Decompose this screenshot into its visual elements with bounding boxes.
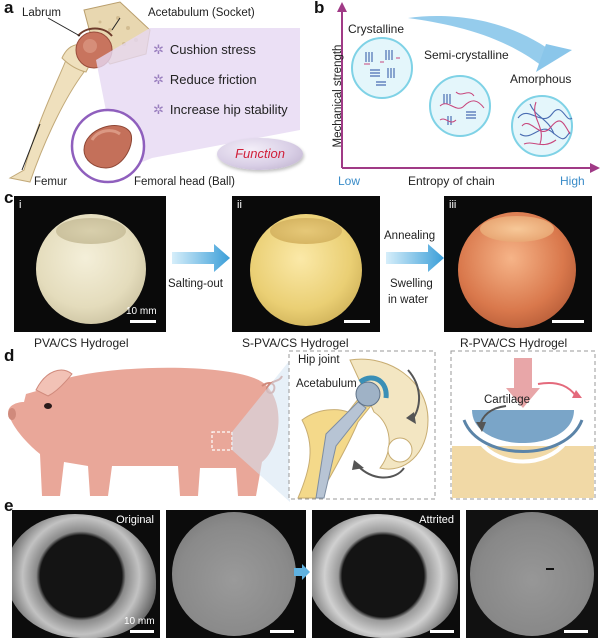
comparison-arrow-icon [294, 564, 310, 580]
ct-attrited-hydrogel [466, 510, 598, 638]
hydrogel-disk [172, 512, 296, 636]
femoral-head-label: Femoral head (Ball) [134, 176, 235, 188]
scale-bar-label: 10 mm [126, 306, 157, 317]
caption-s-pva-cs: S-PVA/CS Hydrogel [242, 336, 349, 350]
acetabulum-socket-label: Acetabulum (Socket) [148, 7, 255, 19]
entropy-strength-diagram [337, 2, 600, 173]
bone-cross-section [312, 514, 458, 638]
hydrogel-opening [270, 218, 342, 244]
x-axis-low-label: Low [338, 174, 361, 188]
ct-original-hydrogel [166, 510, 306, 638]
scale-bar [564, 630, 588, 633]
step-swelling-line1: Swelling [390, 278, 433, 290]
scale-bar-label: 10 mm [124, 616, 155, 627]
function-item-friction: ✲ Reduce friction [153, 72, 257, 88]
hip-joint-label: Hip joint [298, 354, 340, 366]
star-icon: ✲ [153, 42, 164, 57]
panel-a-letter: a [4, 0, 14, 17]
panel-b-letter: b [314, 0, 325, 17]
semi-crystalline-label: Semi-crystalline [424, 48, 509, 62]
labrum-label: Labrum [22, 7, 61, 19]
cartilage-label: Cartilage [484, 394, 531, 406]
panel-c-letter: c [4, 188, 14, 207]
scale-bar [430, 630, 454, 633]
cartilage-schematic [450, 350, 596, 500]
scale-bar [270, 630, 294, 633]
hydrogel-disk [470, 512, 594, 636]
function-item-text: Increase hip stability [169, 102, 288, 117]
function-item-text: Reduce friction [169, 72, 257, 87]
step-salting-out: Salting-out [168, 278, 223, 290]
defect-mark [546, 568, 554, 570]
step-annealing: Annealing [384, 230, 436, 242]
crystalline-label: Crystalline [348, 22, 405, 36]
ct-original-bone: Original 10 mm [12, 510, 160, 638]
arrow-icon [386, 244, 444, 272]
scale-bar [552, 320, 584, 323]
hip-joint-zoom [288, 350, 436, 500]
process-arrows [172, 244, 444, 272]
pig-illustration [8, 360, 290, 502]
function-item-cushion: ✲ Cushion stress [153, 42, 256, 58]
hydrogel-opening [56, 218, 126, 244]
attrited-label: Attrited [419, 514, 454, 526]
panel-e-letter: e [4, 496, 14, 515]
caption-pva-cs: PVA/CS Hydrogel [34, 336, 129, 350]
photo-index: iii [449, 199, 457, 211]
hip-anatomy-illustration [8, 1, 300, 184]
photo-index: i [19, 199, 22, 211]
function-item-text: Cushion stress [169, 42, 256, 57]
caption-r-pva-cs: R-PVA/CS Hydrogel [460, 336, 568, 350]
photo-index: ii [237, 199, 242, 211]
photo-r-pva-cs-hydrogel: iii [444, 196, 592, 332]
femur-label: Femur [34, 176, 68, 188]
panel-d-letter: d [4, 346, 15, 365]
star-icon: ✲ [153, 72, 164, 87]
x-axis-label: Entropy of chain [408, 174, 495, 188]
acetabulum-label: Acetabulum [296, 378, 357, 390]
scale-bar [344, 320, 370, 323]
photo-pva-cs-hydrogel: i 10 mm [14, 196, 166, 332]
function-badge: Function [217, 138, 303, 170]
function-badge-text: Function [235, 146, 285, 161]
photo-s-pva-cs-hydrogel: ii [232, 196, 380, 332]
step-swelling-line2: in water [388, 294, 429, 306]
bone-cross-section [12, 514, 156, 638]
ct-attrited-bone: Attrited [312, 510, 460, 638]
function-item-stability: ✲ Increase hip stability [153, 102, 288, 118]
original-label: Original [116, 514, 154, 526]
x-axis-high-label: High [560, 174, 585, 188]
scale-bar [130, 320, 156, 323]
star-icon: ✲ [153, 102, 164, 117]
amorphous-label: Amorphous [510, 72, 572, 86]
hydrogel-opening [480, 216, 554, 242]
scale-bar [130, 630, 154, 633]
y-axis-label: Mechanical strength [332, 44, 344, 148]
arrow-icon [172, 244, 230, 272]
